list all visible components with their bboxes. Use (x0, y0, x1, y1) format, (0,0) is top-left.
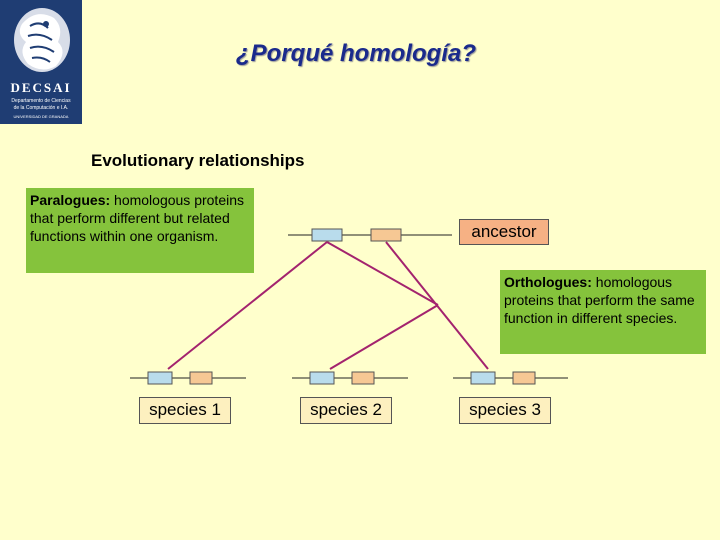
species-1-label: species 1 (139, 397, 231, 424)
ancestor-gene-a (311, 228, 343, 242)
slide-title: ¿Porqué homología? (236, 40, 476, 67)
species-2-gene-a (309, 371, 335, 385)
species-2-label: species 2 (300, 397, 392, 424)
logo-university: UNIVERSIDAD DE GRANADA (13, 114, 69, 119)
lion-crest-icon (14, 8, 70, 72)
logo-subtitle-2: de la Computación e I.A. (13, 105, 69, 111)
orthologues-note: Orthologues: homologous proteins that pe… (500, 270, 706, 354)
species-3-label: species 3 (459, 397, 551, 424)
orthologues-term: Orthologues: (504, 274, 592, 290)
ancestor-label: ancestor (459, 219, 549, 245)
branch-split (326, 241, 439, 306)
species-1-gene-a (147, 371, 173, 385)
slide-subtitle: Evolutionary relationships (91, 151, 305, 170)
decsai-logo: DECSAI Departamento de Ciencias de la Co… (0, 0, 82, 124)
logo-name: DECSAI (10, 80, 72, 95)
ancestor-gene-b (370, 228, 402, 242)
branch-to-species-2 (329, 304, 439, 370)
logo-subtitle-1: Departamento de Ciencias (11, 98, 71, 104)
species-3-gene-a (470, 371, 496, 385)
species-3-gene-b (512, 371, 536, 385)
paralogues-note: Paralogues: homologous proteins that per… (26, 188, 254, 273)
species-2-gene-b (351, 371, 375, 385)
branch-to-species-1 (167, 241, 328, 370)
species-1-gene-b (189, 371, 213, 385)
paralogues-text: homologous proteins that perform differe… (30, 192, 245, 244)
orthologues-text: homologous proteins that perform the sam… (504, 274, 695, 326)
paralogues-term: Paralogues: (30, 192, 111, 208)
